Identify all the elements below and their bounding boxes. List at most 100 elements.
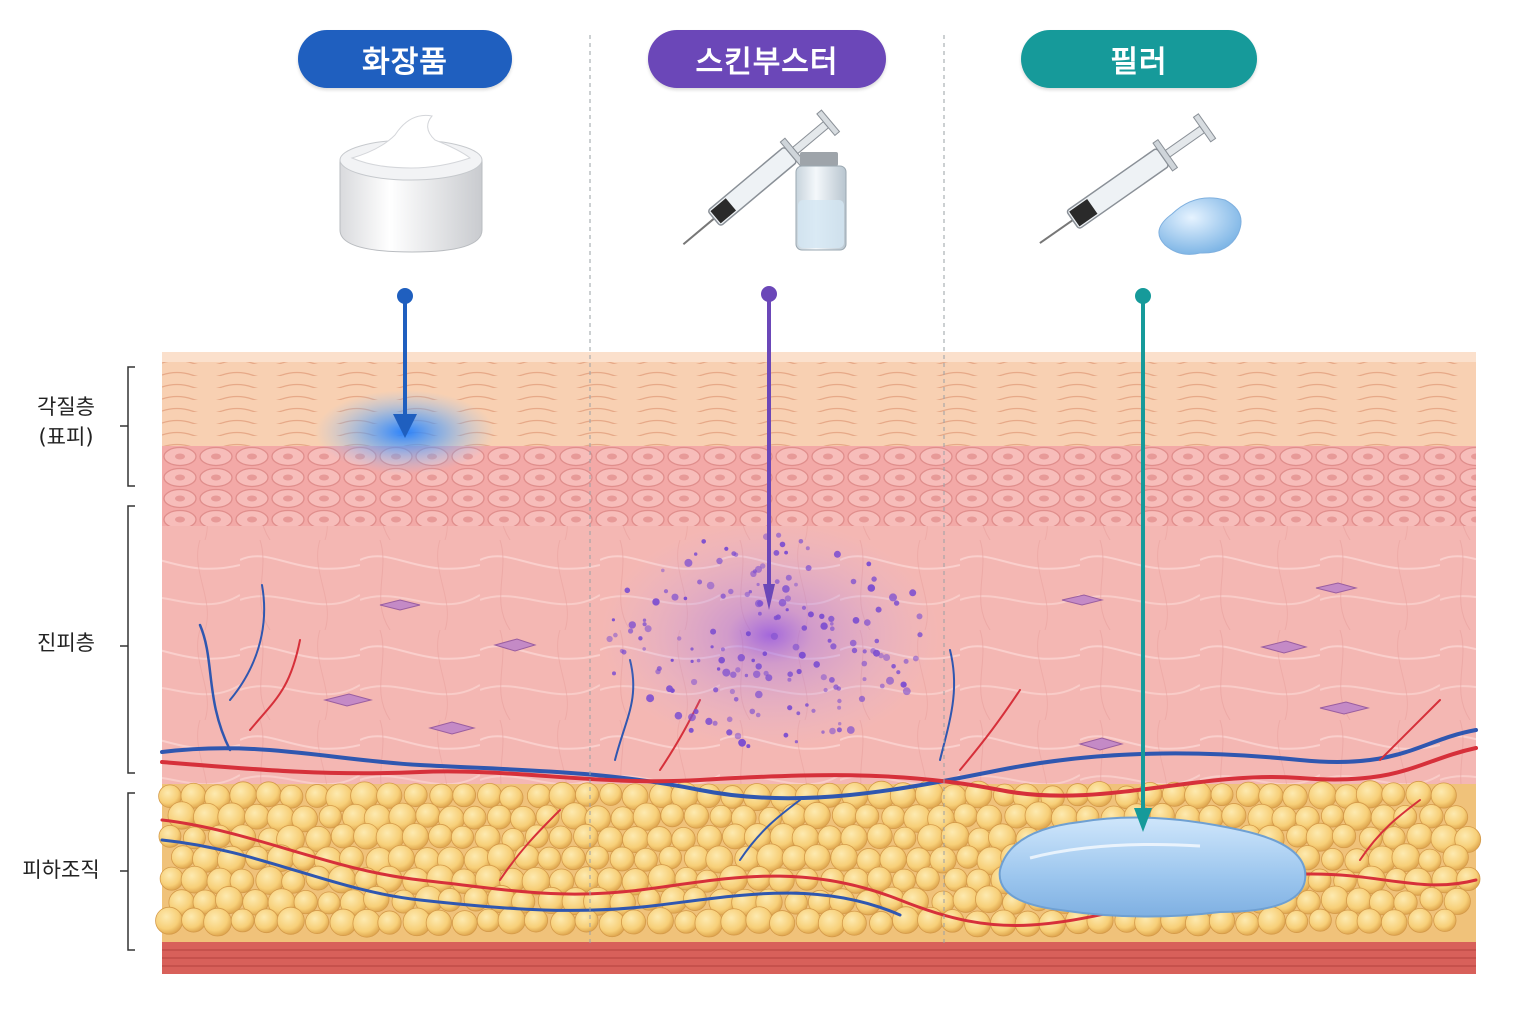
fat-cell [180, 865, 209, 894]
fat-cell [621, 909, 647, 935]
booster-particle [783, 732, 789, 738]
fat-cell [305, 784, 330, 808]
booster-particle [706, 581, 715, 590]
booster-particle [670, 658, 674, 662]
skin-booster-diffusion [600, 286, 940, 750]
booster-particle [713, 687, 719, 693]
fat-cell [510, 805, 537, 832]
booster-particle [749, 708, 756, 715]
booster-particle [628, 621, 636, 629]
fat-cell [1210, 783, 1234, 807]
booster-particle [770, 632, 779, 640]
fat-cell [535, 804, 560, 829]
fat-cell [705, 845, 734, 874]
fat-cell [318, 805, 342, 829]
fat-cell [159, 866, 184, 891]
fat-cell [696, 783, 721, 808]
fat-cell [476, 908, 501, 933]
booster-particle [866, 561, 872, 567]
booster-particle [758, 611, 762, 616]
fat-cell [573, 823, 599, 850]
booster-particle [794, 740, 799, 744]
fat-cell [803, 801, 831, 830]
booster-particle [784, 595, 792, 602]
fat-cell [1391, 843, 1421, 872]
fat-cell [1405, 780, 1432, 808]
booster-particle [677, 636, 682, 641]
fat-cell [1393, 890, 1418, 915]
fat-cell [599, 782, 623, 806]
fat-cell [1444, 805, 1469, 830]
booster-particle [738, 738, 746, 747]
booster-particle [813, 661, 820, 668]
booster-particle [912, 655, 919, 662]
booster-particle [849, 639, 857, 647]
fat-cell [633, 847, 658, 872]
booster-particle [690, 659, 694, 664]
booster-particle [737, 654, 745, 662]
fat-cell [892, 906, 920, 934]
skin-booster-header: 스킨부스터 [648, 30, 886, 88]
fat-cell [585, 845, 610, 870]
fat-cell [1285, 910, 1309, 933]
fat-cell [1370, 804, 1397, 831]
fat-cell [352, 909, 382, 938]
fat-cell [1286, 824, 1310, 848]
cosmetics-absorption [315, 288, 495, 474]
booster-particle [782, 585, 790, 593]
booster-particle [805, 703, 809, 707]
fat-cell [1296, 889, 1321, 915]
fat-cell [428, 823, 453, 849]
fat-cell [1443, 887, 1471, 915]
fat-cell [514, 844, 540, 871]
cosmetics-header: 화장품 [298, 30, 512, 88]
fat-cell [462, 805, 487, 830]
booster-particle [612, 671, 616, 676]
fat-cell [477, 782, 503, 808]
booster-particle [705, 717, 713, 726]
fat-cell [1382, 826, 1406, 850]
fat-cell [403, 783, 428, 808]
fat-cell [632, 802, 661, 831]
booster-particle [794, 582, 798, 587]
booster-particle [755, 663, 762, 670]
booster-particle [883, 654, 891, 661]
fat-cell [830, 844, 858, 872]
booster-particle [903, 658, 909, 664]
fat-cell [817, 908, 847, 938]
fat-cell [1407, 908, 1433, 933]
booster-particle [778, 598, 787, 607]
booster-particle [624, 587, 631, 594]
fat-cell [1419, 887, 1444, 911]
booster-particle [763, 670, 769, 676]
booster-particle [774, 579, 780, 584]
booster-particle [836, 727, 842, 733]
booster-particle [819, 613, 825, 619]
booster-particle [744, 591, 750, 598]
booster-particle [852, 617, 860, 624]
fat-cell [524, 908, 549, 933]
fat-cell [437, 888, 462, 912]
booster-particle [731, 551, 737, 556]
booster-particle [710, 645, 714, 649]
booster-particle [821, 730, 825, 734]
booster-particle [755, 565, 762, 573]
epidermis-label-line1: 각질층 [37, 395, 95, 419]
fat-cell [1393, 804, 1418, 829]
fat-cell [993, 783, 1017, 807]
fat-cell [305, 910, 330, 935]
booster-particle [838, 722, 842, 726]
fat-cell [474, 824, 501, 851]
fat-cell [353, 822, 380, 850]
booster-particle [833, 550, 841, 558]
fat-cell [803, 844, 831, 871]
booster-particle [893, 600, 900, 606]
booster-particle [735, 667, 741, 673]
booster-particle [807, 611, 814, 618]
booster-particle [779, 541, 786, 548]
booster-particle [606, 635, 613, 643]
booster-particle [889, 593, 897, 602]
booster-particle [644, 625, 652, 633]
booster-particle [755, 690, 763, 699]
